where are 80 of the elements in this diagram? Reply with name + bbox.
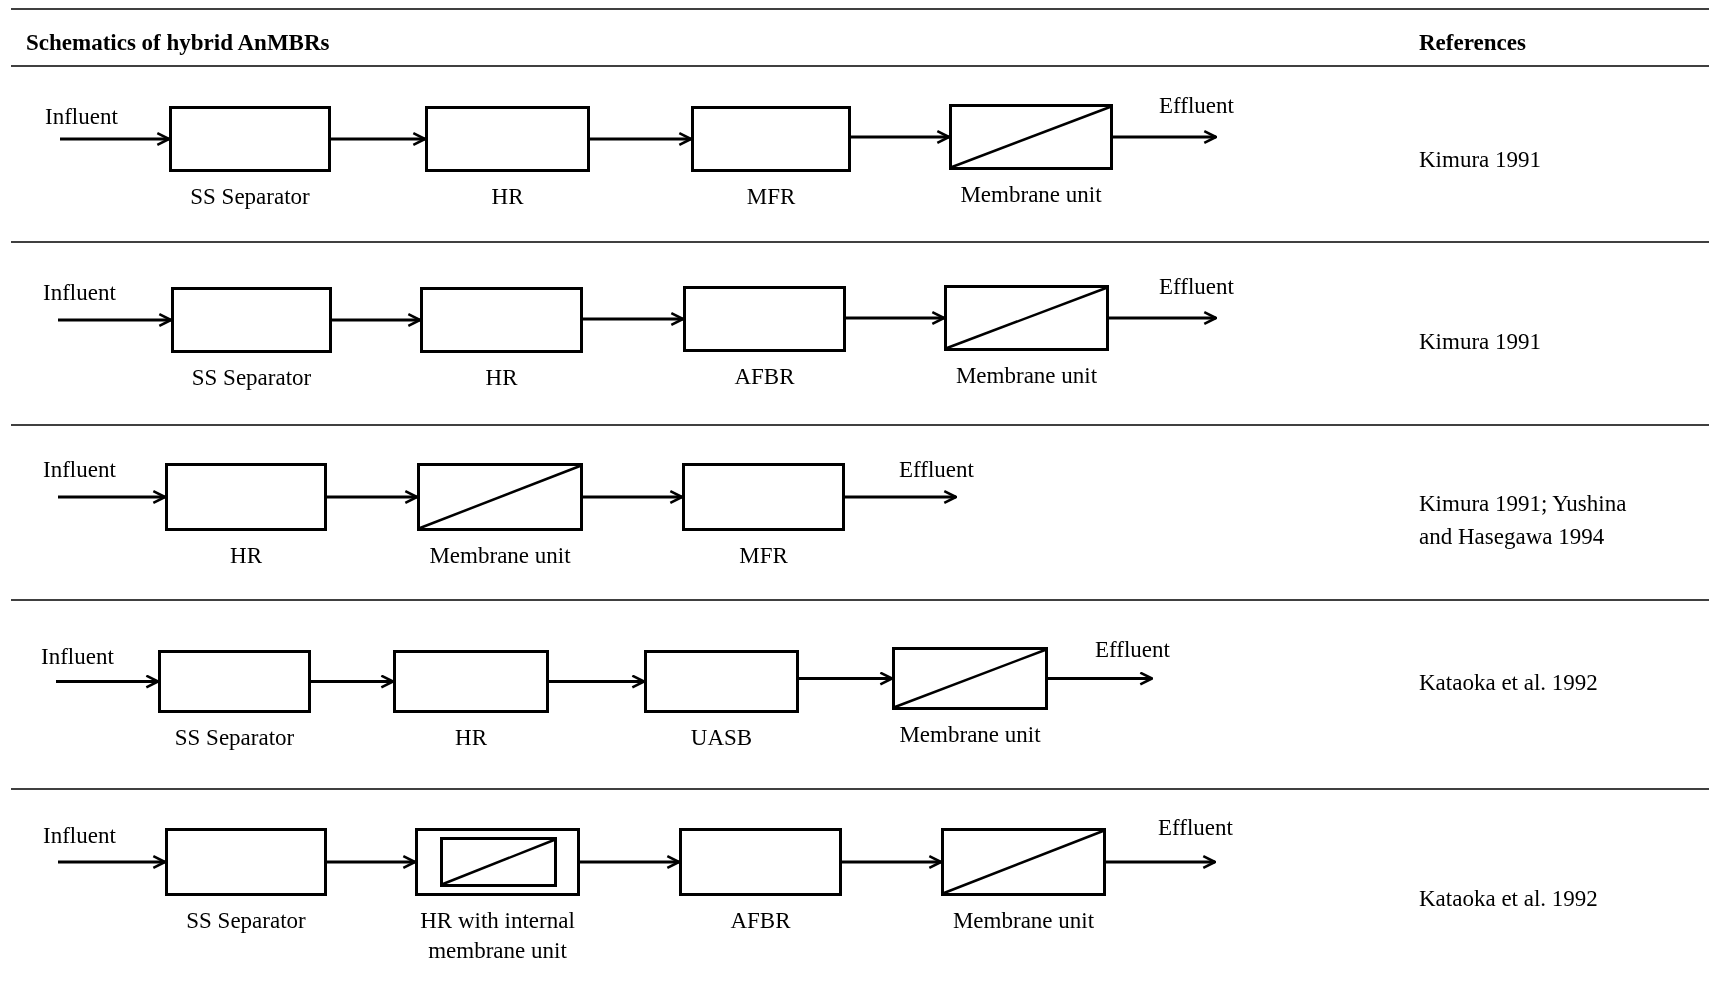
process-box bbox=[415, 828, 580, 896]
process-box bbox=[393, 650, 549, 713]
flow-arrow bbox=[580, 854, 681, 870]
column-header: References bbox=[1419, 29, 1526, 57]
stream-label: Effluent bbox=[1158, 815, 1233, 842]
box-caption: HR with internal membrane unit bbox=[419, 907, 576, 965]
flow-arrow bbox=[583, 489, 684, 505]
box-caption: HR bbox=[484, 364, 519, 392]
membrane-unit-box bbox=[944, 285, 1109, 351]
flow-arrow bbox=[1113, 129, 1218, 145]
flow-arrow bbox=[1109, 310, 1218, 326]
flow-arrow bbox=[311, 674, 395, 689]
stream-label: Influent bbox=[45, 104, 118, 131]
flow-arrow bbox=[590, 131, 693, 147]
membrane-unit-box bbox=[417, 463, 583, 531]
process-box bbox=[679, 828, 842, 896]
reference-text: Kataoka et al. 1992 bbox=[1419, 885, 1599, 913]
flow-arrow bbox=[58, 489, 167, 505]
reference-text: Kataoka et al. 1992 bbox=[1419, 669, 1599, 697]
flow-arrow bbox=[56, 674, 160, 689]
column-header: Schematics of hybrid AnMBRs bbox=[26, 29, 330, 57]
box-caption: HR bbox=[229, 542, 263, 570]
flow-arrow bbox=[327, 854, 417, 870]
flow-arrow bbox=[549, 674, 646, 689]
box-caption: Membrane unit bbox=[954, 362, 1099, 390]
box-caption: MFR bbox=[745, 183, 797, 211]
box-caption: Membrane unit bbox=[428, 542, 572, 570]
flow-arrow bbox=[799, 671, 894, 686]
stream-label: Influent bbox=[43, 457, 116, 484]
box-caption: HR bbox=[490, 183, 525, 211]
flow-arrow bbox=[846, 310, 946, 326]
stream-label: Influent bbox=[43, 280, 116, 307]
process-box bbox=[171, 287, 332, 353]
box-caption: SS Separator bbox=[190, 364, 313, 392]
flow-arrow bbox=[60, 131, 171, 147]
box-caption: HR bbox=[454, 724, 488, 752]
box-caption: MFR bbox=[738, 542, 789, 570]
process-box bbox=[644, 650, 799, 713]
flow-arrow bbox=[1048, 671, 1154, 686]
membrane-unit-box bbox=[941, 828, 1106, 896]
box-caption: Membrane unit bbox=[951, 907, 1096, 935]
flow-arrow bbox=[327, 489, 419, 505]
box-caption: AFBR bbox=[733, 363, 796, 391]
flow-arrow bbox=[1106, 854, 1217, 870]
membrane-unit-box bbox=[440, 837, 557, 887]
membrane-unit-box bbox=[892, 647, 1048, 710]
membrane-unit-box bbox=[949, 104, 1113, 170]
stream-label: Effluent bbox=[899, 457, 974, 484]
process-box bbox=[691, 106, 851, 172]
process-box bbox=[158, 650, 311, 713]
stream-label: Influent bbox=[41, 644, 114, 671]
process-box bbox=[683, 286, 846, 352]
stream-label: Effluent bbox=[1159, 93, 1234, 120]
box-caption: SS Separator bbox=[173, 724, 296, 752]
flow-arrow bbox=[58, 312, 173, 328]
stream-label: Effluent bbox=[1159, 274, 1234, 301]
process-box bbox=[425, 106, 590, 172]
flow-arrow bbox=[583, 311, 685, 327]
reference-text: Kimura 1991; Yushina and Hasegawa 1994 bbox=[1419, 490, 1628, 552]
stream-label: Influent bbox=[43, 823, 116, 850]
reference-text: Kimura 1991 bbox=[1419, 146, 1542, 174]
flow-arrow bbox=[851, 129, 951, 145]
flow-arrow bbox=[845, 489, 958, 505]
box-caption: Membrane unit bbox=[959, 181, 1103, 209]
box-caption: Membrane unit bbox=[898, 721, 1042, 749]
process-box bbox=[165, 828, 327, 896]
process-box bbox=[165, 463, 327, 531]
flow-arrow bbox=[58, 854, 167, 870]
flow-arrow bbox=[331, 131, 427, 147]
process-box bbox=[420, 287, 583, 353]
box-caption: UASB bbox=[689, 724, 754, 752]
reference-text: Kimura 1991 bbox=[1419, 328, 1542, 356]
flow-arrow bbox=[842, 854, 943, 870]
box-caption: AFBR bbox=[729, 907, 792, 935]
box-caption: SS Separator bbox=[185, 907, 307, 935]
stream-label: Effluent bbox=[1095, 637, 1170, 664]
process-box bbox=[169, 106, 331, 172]
flow-arrow bbox=[332, 312, 422, 328]
box-caption: SS Separator bbox=[189, 183, 311, 211]
process-box bbox=[682, 463, 845, 531]
